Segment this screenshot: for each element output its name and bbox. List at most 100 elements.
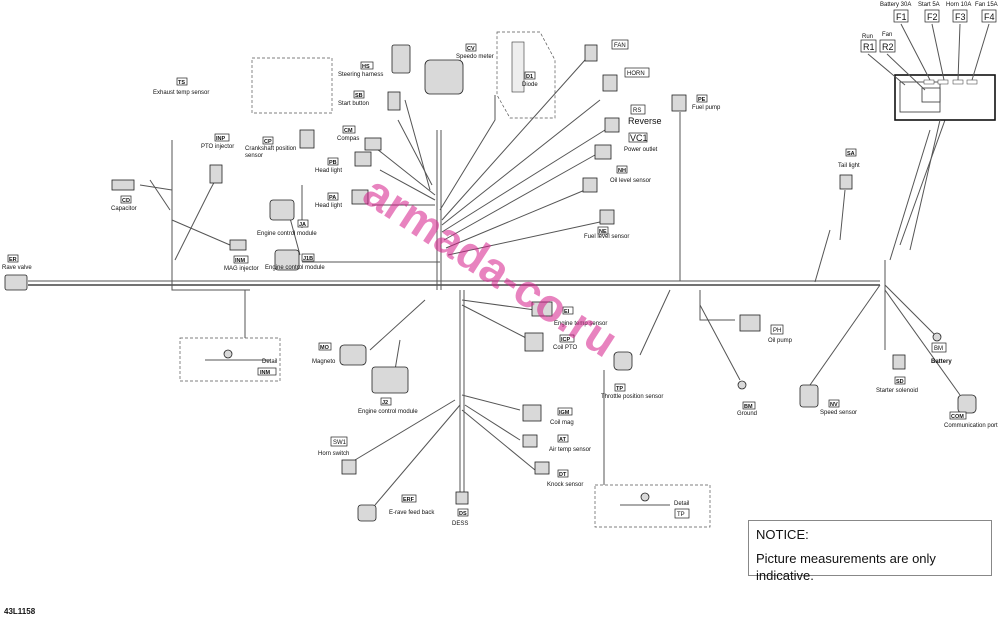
relay-r1: Run R1 <box>860 34 877 53</box>
svg-text:Diode: Diode <box>522 82 538 88</box>
watermark: armada-co.ru <box>355 165 628 367</box>
svg-text:PH: PH <box>773 328 781 334</box>
svg-text:TP: TP <box>616 386 623 392</box>
detail-inm: Detail INM <box>179 337 281 382</box>
svg-text:Knock sensor: Knock sensor <box>547 482 583 488</box>
svg-text:FAN: FAN <box>614 43 626 49</box>
component-tp: TP Throttle position sensor <box>601 351 663 400</box>
svg-text:Power outlet: Power outlet <box>624 147 658 153</box>
svg-text:Exhaust temp sensor: Exhaust temp sensor <box>153 90 209 96</box>
svg-text:ERF: ERF <box>403 497 415 503</box>
svg-text:Fan 15A: Fan 15A <box>975 2 998 8</box>
svg-text:HORN: HORN <box>627 71 645 77</box>
svg-text:Engine temp sensor: Engine temp sensor <box>554 321 607 327</box>
svg-text:INM: INM <box>235 258 246 264</box>
svg-text:Coil mag: Coil mag <box>550 420 574 426</box>
svg-text:NH: NH <box>618 168 626 174</box>
svg-text:Reverse: Reverse <box>628 116 662 126</box>
svg-text:COM: COM <box>951 414 964 420</box>
svg-text:PE: PE <box>698 97 706 103</box>
component-fan: FAN <box>584 39 629 62</box>
component-ts: TS Exhaust temp sensor <box>153 77 209 96</box>
svg-text:DESS: DESS <box>452 521 468 527</box>
harness-wires <box>28 59 961 506</box>
svg-text:NE: NE <box>599 229 607 235</box>
component-hs: HS Steering harness <box>338 44 411 78</box>
fuse-box <box>867 23 996 251</box>
component-j2: J2 Engine control module <box>358 366 418 415</box>
svg-text:Fuel pump: Fuel pump <box>692 105 721 111</box>
svg-text:CD: CD <box>122 198 130 204</box>
component-battery: BM Battery <box>931 332 952 365</box>
svg-text:SD: SD <box>896 379 904 385</box>
svg-text:ICP: ICP <box>561 337 571 343</box>
component-igm: IGM Coil mag <box>522 404 574 426</box>
detail-tp: Detail TP <box>594 484 711 528</box>
svg-text:Speedo meter: Speedo meter <box>456 54 494 60</box>
fuse-f1: Battery 30A F1 <box>880 2 911 23</box>
svg-text:Head light: Head light <box>315 168 342 174</box>
svg-text:MO: MO <box>320 345 330 351</box>
component-mo: MO Magneto <box>312 342 367 366</box>
svg-text:JA: JA <box>299 222 306 228</box>
svg-text:J2: J2 <box>382 400 388 406</box>
component-icp: ICP Coil PTO <box>524 332 578 352</box>
svg-text:VC1: VC1 <box>630 133 648 143</box>
svg-text:Horn 10A: Horn 10A <box>946 2 971 8</box>
svg-text:SW1: SW1 <box>333 440 347 446</box>
svg-text:F2: F2 <box>927 12 938 22</box>
diode-part <box>511 41 525 93</box>
svg-text:Tail light: Tail light <box>838 163 860 169</box>
component-ja: JA Engine control module <box>257 199 317 237</box>
svg-text:F4: F4 <box>984 12 995 22</box>
component-sa: SA Tail light <box>838 148 860 190</box>
svg-text:F1: F1 <box>896 12 907 22</box>
svg-text:Detail: Detail <box>262 359 277 365</box>
svg-text:sensor: sensor <box>245 153 263 159</box>
svg-text:Starter solenoid: Starter solenoid <box>876 388 918 394</box>
svg-text:R2: R2 <box>882 42 894 52</box>
component-horn: HORN <box>602 67 650 92</box>
svg-text:CM: CM <box>344 128 353 134</box>
svg-text:Speed sensor: Speed sensor <box>820 410 857 416</box>
component-cp: CP Crankshaft position sensor <box>245 129 315 159</box>
svg-text:Engine control module: Engine control module <box>257 231 317 237</box>
component-vc1: VC1 Power outlet <box>594 132 658 160</box>
component-er: ER Rave valve <box>2 254 32 291</box>
svg-text:PTO injector: PTO injector <box>201 144 234 150</box>
component-cv: CV Speedo meter <box>424 43 494 95</box>
component-ds: DS DESS <box>452 491 469 527</box>
svg-text:Compas: Compas <box>337 136 359 142</box>
fuse-f2: Start 5A F2 <box>918 2 940 23</box>
svg-text:Oil pump: Oil pump <box>768 338 793 344</box>
component-ei: EI Engine temp sensor <box>531 301 607 327</box>
svg-text:Fan: Fan <box>882 32 892 38</box>
svg-text:Ground: Ground <box>737 411 757 417</box>
svg-text:Start 5A: Start 5A <box>918 2 940 8</box>
detail-steering <box>251 57 333 114</box>
component-inp: INP PTO injector <box>201 133 234 184</box>
svg-text:IGM: IGM <box>559 410 570 416</box>
svg-text:TP: TP <box>677 512 685 518</box>
svg-text:HS: HS <box>362 64 370 70</box>
svg-text:Fuel level sensor: Fuel level sensor <box>584 234 629 240</box>
svg-text:J1B: J1B <box>303 256 313 262</box>
svg-text:EI: EI <box>564 309 570 315</box>
document-id: 43L1158 <box>4 607 36 616</box>
svg-text:D1: D1 <box>526 74 533 80</box>
component-sb: SB Start button <box>338 90 401 111</box>
svg-text:Battery: Battery <box>931 359 952 365</box>
component-rs: RS Reverse <box>604 104 662 133</box>
svg-text:CV: CV <box>467 46 475 52</box>
fuse-f3: Horn 10A F3 <box>946 2 971 23</box>
component-cd: CD Capacitor <box>111 179 137 212</box>
component-ground: BM Ground <box>737 380 757 417</box>
component-nh: NH Oil level sensor <box>582 165 651 193</box>
svg-text:Start button: Start button <box>338 101 369 107</box>
svg-text:BM: BM <box>744 404 753 410</box>
svg-text:SB: SB <box>355 93 363 99</box>
component-at: AT Air temp sensor <box>522 434 591 453</box>
svg-text:R1: R1 <box>863 42 875 52</box>
svg-text:Engine control module: Engine control module <box>265 265 325 271</box>
